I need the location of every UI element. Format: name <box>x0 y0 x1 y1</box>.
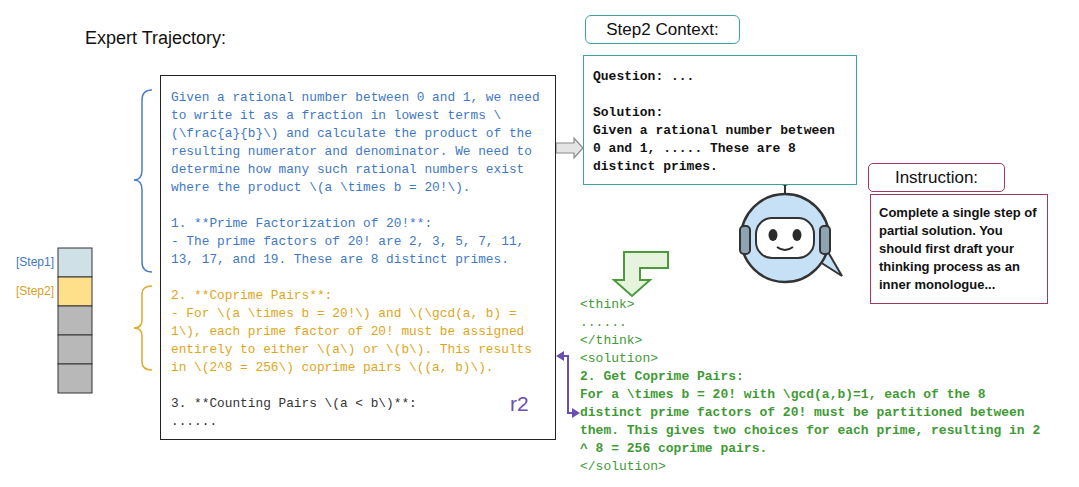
step2-cell <box>58 277 92 306</box>
title: Expert Trajectory: <box>85 28 226 49</box>
robot-icon <box>740 177 842 282</box>
trajectory-box: Given a rational number between 0 and 1,… <box>160 75 556 440</box>
node-text: </solution> <box>580 458 1050 476</box>
node-text: Given a rational number between 0 and 1,… <box>171 89 547 197</box>
node-text: ...... <box>171 413 547 431</box>
green-arrow <box>614 252 668 296</box>
step-cell <box>58 364 92 393</box>
node-text: ...... <box>580 314 1050 332</box>
node-text: For a \times b = 20! with \gcd(a,b)=1, e… <box>580 386 1050 458</box>
step-label: [Step1] <box>16 255 54 269</box>
node-text: Step2 Context: <box>592 19 733 40</box>
node-text: </think> <box>580 332 1050 350</box>
node-text: 2. **Coprime Pairs**: <box>171 287 547 305</box>
step-label: [Step2] <box>16 284 54 298</box>
instruction-box: Complete a single step of partial soluti… <box>870 194 1048 304</box>
connector <box>556 351 580 418</box>
node-text: 3. **Counting Pairs \(a < b\)**: <box>171 395 547 413</box>
node-text: - For \(a \times b = 20!\) and \(\gcd(a,… <box>171 305 547 377</box>
connector <box>556 138 583 158</box>
instruction-label: Instruction: <box>868 163 1005 192</box>
node-text: <solution> <box>580 350 1050 368</box>
node-text: <think> <box>580 296 1050 314</box>
edge-label: r2 <box>510 392 529 416</box>
node-text: - The prime factors of 20! are 2, 3, 5, … <box>171 233 547 269</box>
step-cell <box>58 335 92 364</box>
context-box: Question: ... Solution:Given a rational n… <box>583 55 857 185</box>
step-cell <box>58 306 92 335</box>
step1-cell <box>58 248 92 277</box>
node-text: Instruction: <box>875 167 998 188</box>
node-text: 2. Get Coprime Pairs: <box>580 368 1050 386</box>
node-text: 1. **Prime Factorization of 20!**: <box>171 215 547 233</box>
node-text: Complete a single step of partial soluti… <box>879 204 1040 294</box>
context-label: Step2 Context: <box>585 15 740 44</box>
yellow-brace <box>134 286 152 370</box>
node-text: Question: ... <box>593 68 848 86</box>
node-text: Given a rational number between 0 and 1,… <box>593 122 848 176</box>
blue-brace <box>134 90 152 272</box>
model-output: <think>......</think><solution>2. Get Co… <box>580 296 1050 476</box>
node-text: Solution: <box>593 104 848 122</box>
